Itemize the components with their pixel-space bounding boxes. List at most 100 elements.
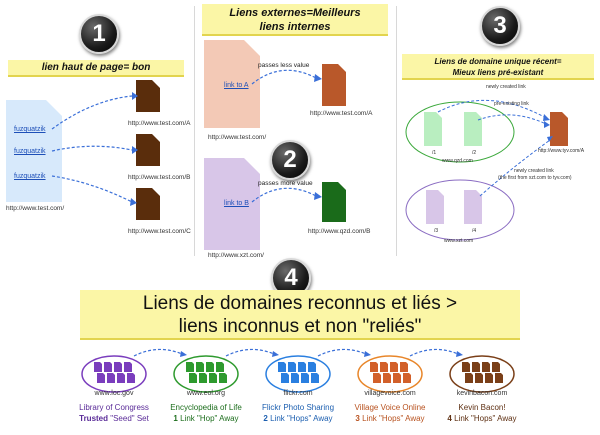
domain-doc-icon [107, 373, 115, 383]
domain-hop-text-eol: Link "Hop" Away [177, 414, 239, 423]
domain-doc-icon [298, 362, 306, 372]
arrow-to-c [51, 175, 133, 203]
panel-3-doc-3: /3 [434, 228, 439, 234]
domain-doc-icon [278, 362, 286, 372]
panel-3-target-url: http://www.tyv.com/A [538, 148, 585, 154]
domain-url-eol: www.eol.org [186, 390, 226, 397]
domain-url-flickr: flickr.com [283, 390, 313, 397]
panel-3-xzt-domain: www.xzt.com [444, 238, 474, 244]
domain-doc-icon [380, 362, 388, 372]
panel-2-link-b[interactable]: link to B [224, 200, 249, 207]
arrow-to-a [51, 95, 133, 130]
panel-4-title-line-1: Liens de domaines reconnus et liés > [142, 293, 458, 314]
panel-3-newly-created-top: newly created link [486, 84, 526, 90]
panel-1-title: lien haut de page= bon [8, 60, 184, 77]
panel-4-domains: www.loc.gov Library of Congress Trusted … [60, 344, 540, 434]
divider-2 [396, 6, 397, 256]
domain-hop-eol: 1 Link "Hop" Away [152, 414, 260, 423]
domain-hop-text-villagevoice: Link "Hops" Away [359, 414, 425, 423]
domain-doc-icon [462, 362, 470, 372]
panel-1-link-3[interactable]: fuzquatzik [14, 173, 46, 180]
domain-doc-icon [472, 362, 480, 372]
panel-3-newly-created-bottom: newly created link [514, 168, 554, 174]
domain-doc-icon [311, 373, 319, 383]
domain-hop-villagevoice: 3 Link "Hops" Away [336, 414, 444, 423]
domain-hop-text-loc: "Seed" Set [108, 414, 149, 423]
domain-hop-kevinbacon: 4 Link "Hops" Away [428, 414, 536, 423]
domain-doc-icon [189, 373, 197, 383]
panel-1-target-b: http://www.test.com/B [128, 174, 191, 181]
domain-doc-icon [281, 373, 289, 383]
domain-name-flickr: Flickr Photo Sharing [261, 403, 335, 412]
domain-name-kevinbacon: Kevin Bacon! [458, 403, 506, 412]
domain-doc-icon [482, 362, 490, 372]
panel-3-title-line-2: Mieux liens pré-existant [452, 68, 544, 77]
domain-hop-num-kevinbacon: 4 [447, 414, 452, 423]
domain-doc-icon [465, 373, 473, 383]
domain-doc-icon [288, 362, 296, 372]
domain-hop-num-villagevoice: 3 [355, 414, 360, 423]
domain-doc-icon [301, 373, 309, 383]
domain-doc-icon [124, 362, 132, 372]
step-number-2: 2 [270, 140, 310, 180]
domain-url-kevinbacon: kevinbacon.com [456, 390, 508, 397]
domain-doc-icon [308, 362, 316, 372]
target-doc-test-a-icon [322, 64, 346, 106]
domain-col-flickr: flickr.com Flickr Photo Sharing 2 Link "… [244, 390, 352, 423]
tyv-target-doc-icon [550, 112, 568, 146]
panel-1-target-a: http://www.test.com/A [128, 120, 191, 127]
panel-4-diagram [81, 348, 515, 393]
panel-3-diagram [405, 99, 568, 241]
domain-col-loc: www.loc.gov Library of Congress Trusted … [60, 390, 168, 423]
domain-doc-icon [199, 373, 207, 383]
domain-doc-icon [475, 373, 483, 383]
domain-doc-icon [94, 362, 102, 372]
target-doc-a-icon [136, 80, 160, 112]
panel-3-pre-existing: pre-existing link [494, 101, 529, 107]
domain-doc-icon [495, 373, 503, 383]
panel-4-title: Liens de domaines reconnus et liés > lie… [80, 290, 520, 340]
domain-hop-num-eol: 1 [173, 414, 178, 423]
domain-doc-icon [104, 362, 112, 372]
panel-2-target-a: http://www.test.com/A [310, 110, 373, 117]
panel-2-title-line-1: Liens externes=Meilleurs [229, 7, 361, 19]
xzt-doc-3-icon [426, 190, 444, 224]
target-doc-b-icon [136, 134, 160, 166]
domain-doc-icon [196, 362, 204, 372]
target-doc-c-icon [136, 188, 160, 220]
source-page-test-shape [204, 40, 260, 128]
qzd-domain-oval [405, 101, 515, 163]
panel-3-qzd-domain: www.qzd.com [442, 158, 473, 164]
panel-3-doc-1: /1 [432, 150, 437, 156]
panel-1-link-1[interactable]: fuzquatzik [14, 126, 46, 133]
target-doc-qzd-b-icon [322, 182, 346, 222]
panel-2-link-a[interactable]: link to A [224, 82, 249, 89]
domain-doc-icon [485, 373, 493, 383]
panel-2-title-line-2: liens internes [259, 21, 331, 33]
panel-1-source-url: http://www.test.com/ [6, 205, 65, 212]
panel-1: 1 lien haut de page= bon fuzquatzik fuzq… [0, 0, 192, 262]
domain-col-eol: www.eol.org Encyclopedia of Life 1 Link … [152, 390, 260, 423]
domain-hop-flickr: 2 Link "Hops" Away [244, 414, 352, 423]
domain-col-villagevoice: villagevoice.com Village Voice Online 3 … [336, 390, 444, 423]
domain-doc-icon [186, 362, 194, 372]
domain-doc-icon [291, 373, 299, 383]
domain-doc-icon [219, 373, 227, 383]
domain-doc-icon [97, 373, 105, 383]
domain-doc-icon [403, 373, 411, 383]
panel-1-diagram [6, 80, 160, 220]
panel-2-source-xzt: http://www.xzt.com/ [208, 252, 264, 259]
domain-doc-icon [390, 362, 398, 372]
panel-1-target-c: http://www.test.com/C [128, 228, 191, 235]
panel-1-link-2[interactable]: fuzquatzik [14, 148, 46, 155]
domain-doc-icons [94, 362, 503, 383]
domain-doc-icon [114, 362, 122, 372]
panel-3: 3 Liens de domaine unique récent= Mieux … [398, 0, 600, 262]
domain-hop-num-flickr: 2 [263, 414, 268, 423]
panel-3-title-line-1: Liens de domaine unique récent= [434, 57, 562, 66]
domain-doc-icon [393, 373, 401, 383]
step-number-1: 1 [79, 14, 119, 54]
divider-1 [194, 6, 195, 256]
panel-3-doc-4: /4 [472, 228, 477, 234]
panel-2-passes-more: passes more value [258, 180, 313, 187]
